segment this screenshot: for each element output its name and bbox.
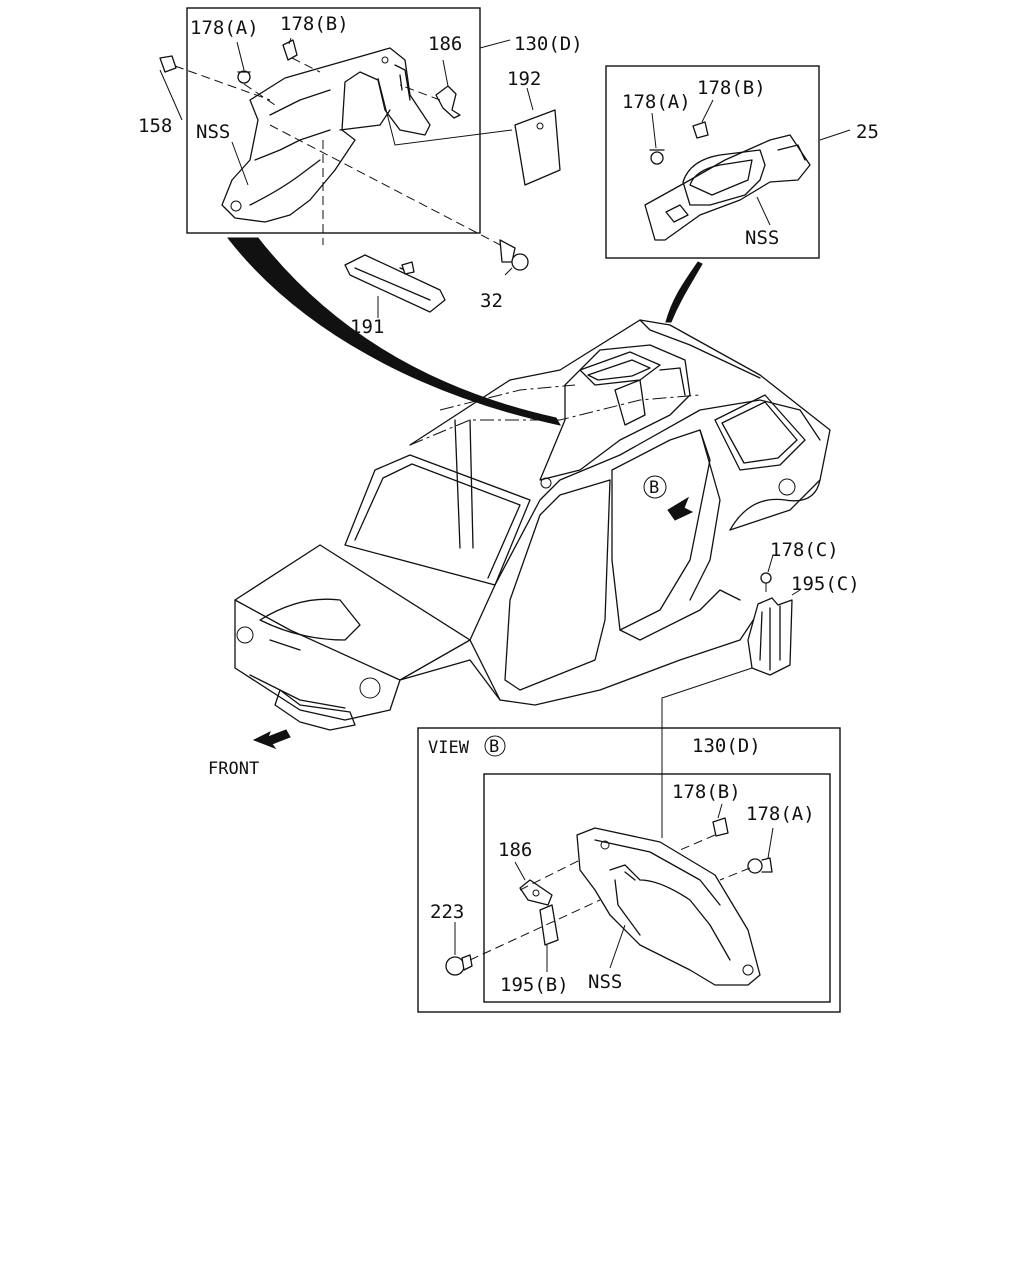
label-view-b-title: VIEW — [428, 738, 470, 758]
detail-box-view-b — [417, 727, 841, 1013]
label-nss-top: NSS — [196, 121, 230, 143]
label-nss-right: NSS — [745, 227, 779, 249]
label-130d-view: 130(D) — [692, 735, 761, 757]
callout-swoosh-left — [226, 237, 561, 426]
label-view-b-circle: B — [489, 737, 499, 757]
label-223: 223 — [430, 901, 464, 923]
label-178a-top: 178(A) — [190, 17, 259, 39]
callout-swoosh-right — [665, 261, 703, 323]
label-32: 32 — [480, 290, 503, 312]
view-b-arrow — [667, 496, 694, 521]
label-192: 192 — [507, 68, 541, 90]
label-178b-top: 178(B) — [280, 13, 349, 35]
label-158: 158 — [138, 115, 172, 137]
label-195c: 195(C) — [791, 573, 860, 595]
label-178c: 178(C) — [770, 539, 839, 561]
label-178b-view: 178(B) — [672, 781, 741, 803]
label-178b-right: 178(B) — [697, 77, 766, 99]
label-191: 191 — [350, 316, 384, 338]
label-25: 25 — [856, 121, 879, 143]
label-front: FRONT — [208, 759, 259, 779]
front-direction-arrow — [252, 729, 291, 750]
view-b-marker-letter: B — [649, 478, 659, 498]
label-195b: 195(B) — [500, 974, 569, 996]
label-nss-view: NSS — [588, 971, 622, 993]
car-body-shell — [234, 319, 831, 731]
detail-box-rear-trim — [159, 7, 513, 251]
label-186-view: 186 — [498, 839, 532, 861]
detail-box-25 — [605, 65, 851, 259]
part-191-handle — [344, 254, 446, 318]
label-130d-top: 130(D) — [514, 33, 583, 55]
label-186-top: 186 — [428, 33, 462, 55]
label-178a-view: 178(A) — [746, 803, 815, 825]
part-195c-bracket — [661, 554, 801, 838]
part-32-screw — [499, 239, 529, 276]
part-192-cover — [514, 109, 561, 186]
label-178a-right: 178(A) — [622, 91, 691, 113]
